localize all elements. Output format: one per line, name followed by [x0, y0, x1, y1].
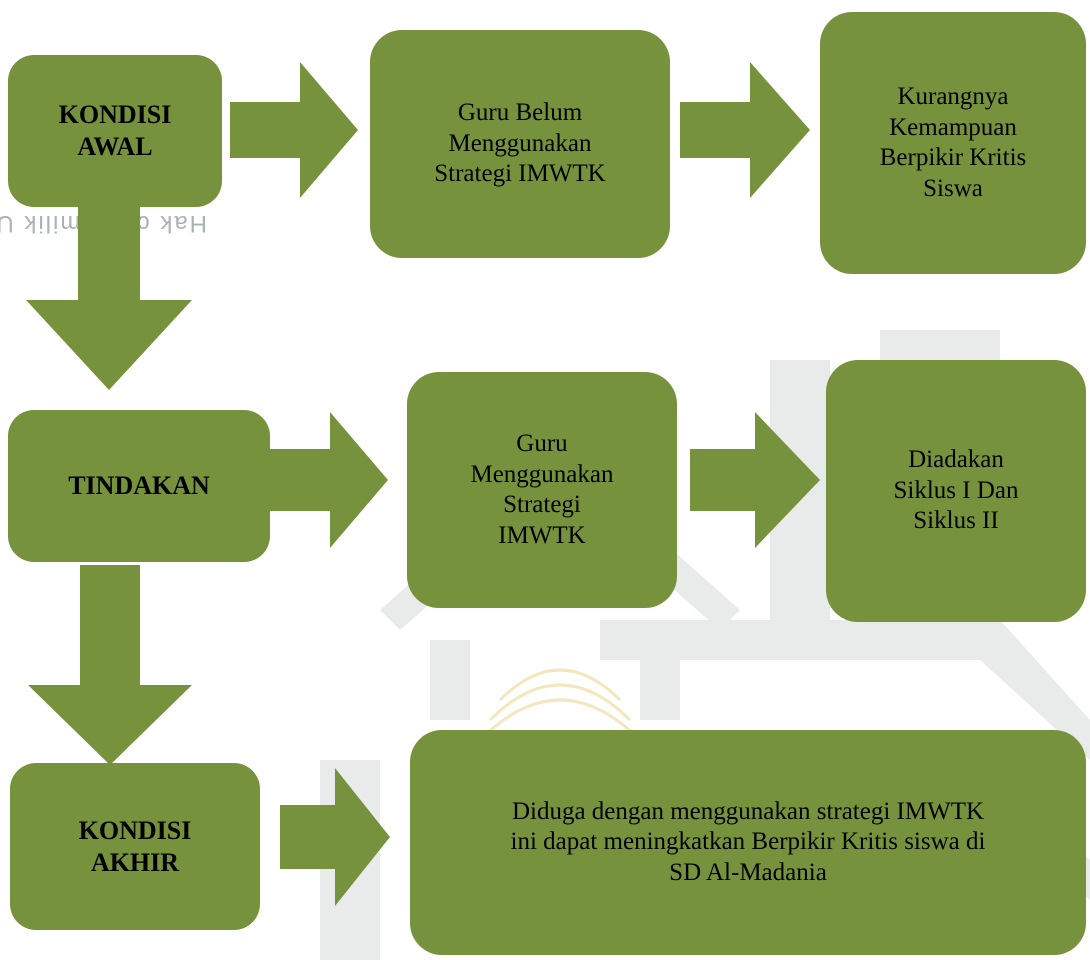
guru-menggunakan-box: Guru Menggunakan Strategi IMWTK	[407, 372, 677, 608]
tindakan-box: TINDAKAN	[8, 410, 270, 562]
kurangnya-text: Kurangnya Kemampuan Berpikir Kritis Sisw…	[879, 83, 1027, 202]
kondisi-awal-box: KONDISI AWAL	[8, 55, 222, 207]
kurangnya-box: Kurangnya Kemampuan Berpikir Kritis Sisw…	[820, 12, 1086, 274]
diduga-text: Diduga dengan menggunakan strategi IMWTK…	[510, 797, 986, 886]
kondisi-akhir-label: KONDISI AKHIR	[78, 815, 192, 877]
arrow-down-icon	[28, 565, 192, 765]
guru-menggunakan-text: Guru Menggunakan Strategi IMWTK	[470, 430, 614, 549]
siklus-box: Diadakan Siklus I Dan Siklus II	[826, 360, 1086, 622]
arrow-right-icon	[690, 412, 820, 548]
diduga-box: Diduga dengan menggunakan strategi IMWTK…	[410, 730, 1086, 955]
guru-belum-box: Guru Belum Menggunakan Strategi IMWTK	[370, 30, 670, 258]
arrow-right-icon	[680, 62, 810, 198]
arrow-right-icon	[230, 62, 358, 198]
guru-belum-text: Guru Belum Menggunakan Strategi IMWTK	[434, 99, 606, 188]
arrow-down-icon	[26, 205, 192, 390]
tindakan-label: TINDAKAN	[68, 471, 210, 501]
arrow-right-icon	[280, 768, 390, 906]
siklus-text: Diadakan Siklus I Dan Siklus II	[893, 446, 1019, 535]
kondisi-akhir-box: KONDISI AKHIR	[10, 763, 260, 930]
arrow-right-icon	[270, 412, 388, 548]
kondisi-awal-label: KONDISI AWAL	[58, 100, 172, 161]
